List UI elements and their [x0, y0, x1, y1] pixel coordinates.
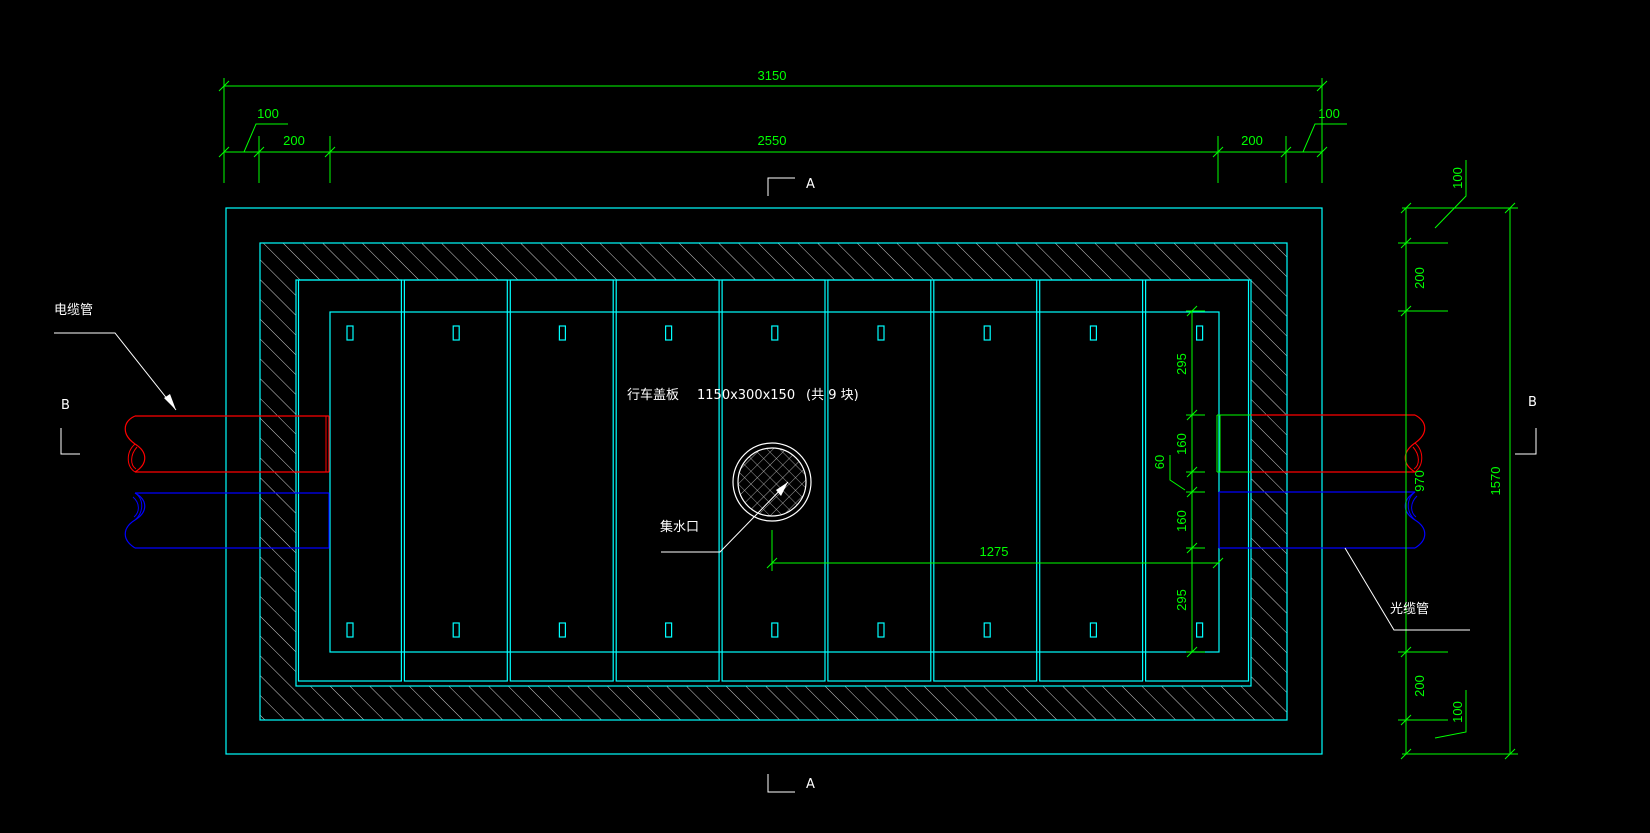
lift-slot-6-bottom: [877, 622, 885, 638]
cover-plate-6: [827, 279, 932, 682]
lift-slot-4-top: [664, 325, 673, 341]
section-mark-a-bottom: A: [767, 774, 815, 793]
dim-1275: 1275: [980, 544, 1009, 559]
svg-text:A: A: [806, 177, 815, 192]
svg-text:电缆管: 电缆管: [54, 302, 93, 318]
inner-pit: [329, 311, 1220, 653]
cable-pipe-red-left: [124, 415, 330, 473]
lift-slot-9-bottom: [1195, 622, 1204, 638]
cover-plate-7: [933, 279, 1038, 682]
lift-slot-5-bottom: [771, 622, 779, 638]
plate-slots: [346, 325, 1204, 638]
cover-plate-9: [1144, 279, 1250, 682]
lift-slot-1-top: [346, 325, 354, 341]
lift-slot-1-bottom: [346, 622, 354, 638]
section-mark-a-top: A: [767, 177, 815, 196]
lift-slot-6-top: [877, 325, 885, 341]
label-drain: 集水口: [660, 481, 789, 553]
wall-outer-edge: [259, 242, 1288, 721]
dim-1570: 1570: [1488, 467, 1503, 496]
label-cover-count: (共 9 块): [806, 388, 859, 403]
section-mark-b-left: B: [60, 398, 80, 455]
dim-60: 60: [1152, 455, 1167, 469]
drain-outlet: [732, 442, 812, 522]
cover-plate-5: [721, 279, 826, 682]
dim-100-top: 100: [1450, 167, 1465, 189]
lift-slot-9-top: [1195, 325, 1204, 341]
lift-slot-7-top: [983, 325, 991, 341]
dim-2550: 2550: [758, 133, 787, 148]
lift-slot-2-top: [452, 325, 460, 341]
cover-plates: [297, 279, 1250, 682]
svg-text:光缆管: 光缆管: [1390, 601, 1429, 617]
cable-pipe-blue-left: [124, 492, 330, 549]
svg-text:B: B: [61, 398, 70, 413]
dim-200-left: 200: [283, 133, 305, 148]
dim-200-top: 200: [1412, 267, 1427, 289]
dim-160-upper: 160: [1174, 433, 1189, 455]
cover-plate-2: [403, 279, 508, 682]
lift-slot-8-bottom: [1089, 622, 1098, 638]
cable-pipe-red-right: [1251, 414, 1426, 473]
dim-200-bottom: 200: [1412, 675, 1427, 697]
svg-text:A: A: [806, 777, 815, 792]
cover-plate-4: [615, 279, 720, 682]
dim-vertical: [766, 160, 1518, 760]
lift-slot-3-bottom: [558, 622, 567, 638]
dim-295-bottom: 295: [1174, 589, 1189, 611]
label-cover-plate: 行车盖板: [627, 387, 679, 403]
dim-horizontal: [218, 78, 1347, 183]
cable-pipe-blue-right: [1218, 491, 1426, 549]
dim-100-bottom: 100: [1450, 701, 1465, 723]
svg-text:B: B: [1528, 395, 1537, 410]
lift-slot-8-top: [1089, 325, 1098, 341]
lift-slot-4-bottom: [664, 622, 673, 638]
label-cover-spec: 1150x300x150: [697, 388, 795, 403]
dim-3150: 3150: [758, 68, 787, 83]
dim-100-left: 100: [257, 106, 279, 121]
dim-970: 970: [1412, 470, 1427, 492]
dim-200-right: 200: [1241, 133, 1263, 148]
label-cable-pipe: 电缆管: [54, 302, 177, 411]
cover-plate-3: [509, 279, 614, 682]
cable-pipe-green-right: [1216, 414, 1415, 473]
dim-295-top: 295: [1174, 353, 1189, 375]
lift-slot-7-bottom: [983, 622, 991, 638]
lift-slot-3-top: [558, 325, 567, 341]
lift-slot-2-bottom: [452, 622, 460, 638]
label-fiber-pipe: 光缆管: [1344, 547, 1470, 631]
svg-text:集水口: 集水口: [660, 519, 699, 535]
cover-plate-8: [1039, 279, 1144, 682]
section-mark-b-right: B: [1515, 395, 1537, 455]
lift-slot-5-top: [771, 325, 779, 341]
outer-boundary: [225, 207, 1323, 755]
dim-160-lower: 160: [1174, 510, 1189, 532]
dim-100-right: 100: [1318, 106, 1340, 121]
cover-plate-1: [297, 279, 403, 682]
